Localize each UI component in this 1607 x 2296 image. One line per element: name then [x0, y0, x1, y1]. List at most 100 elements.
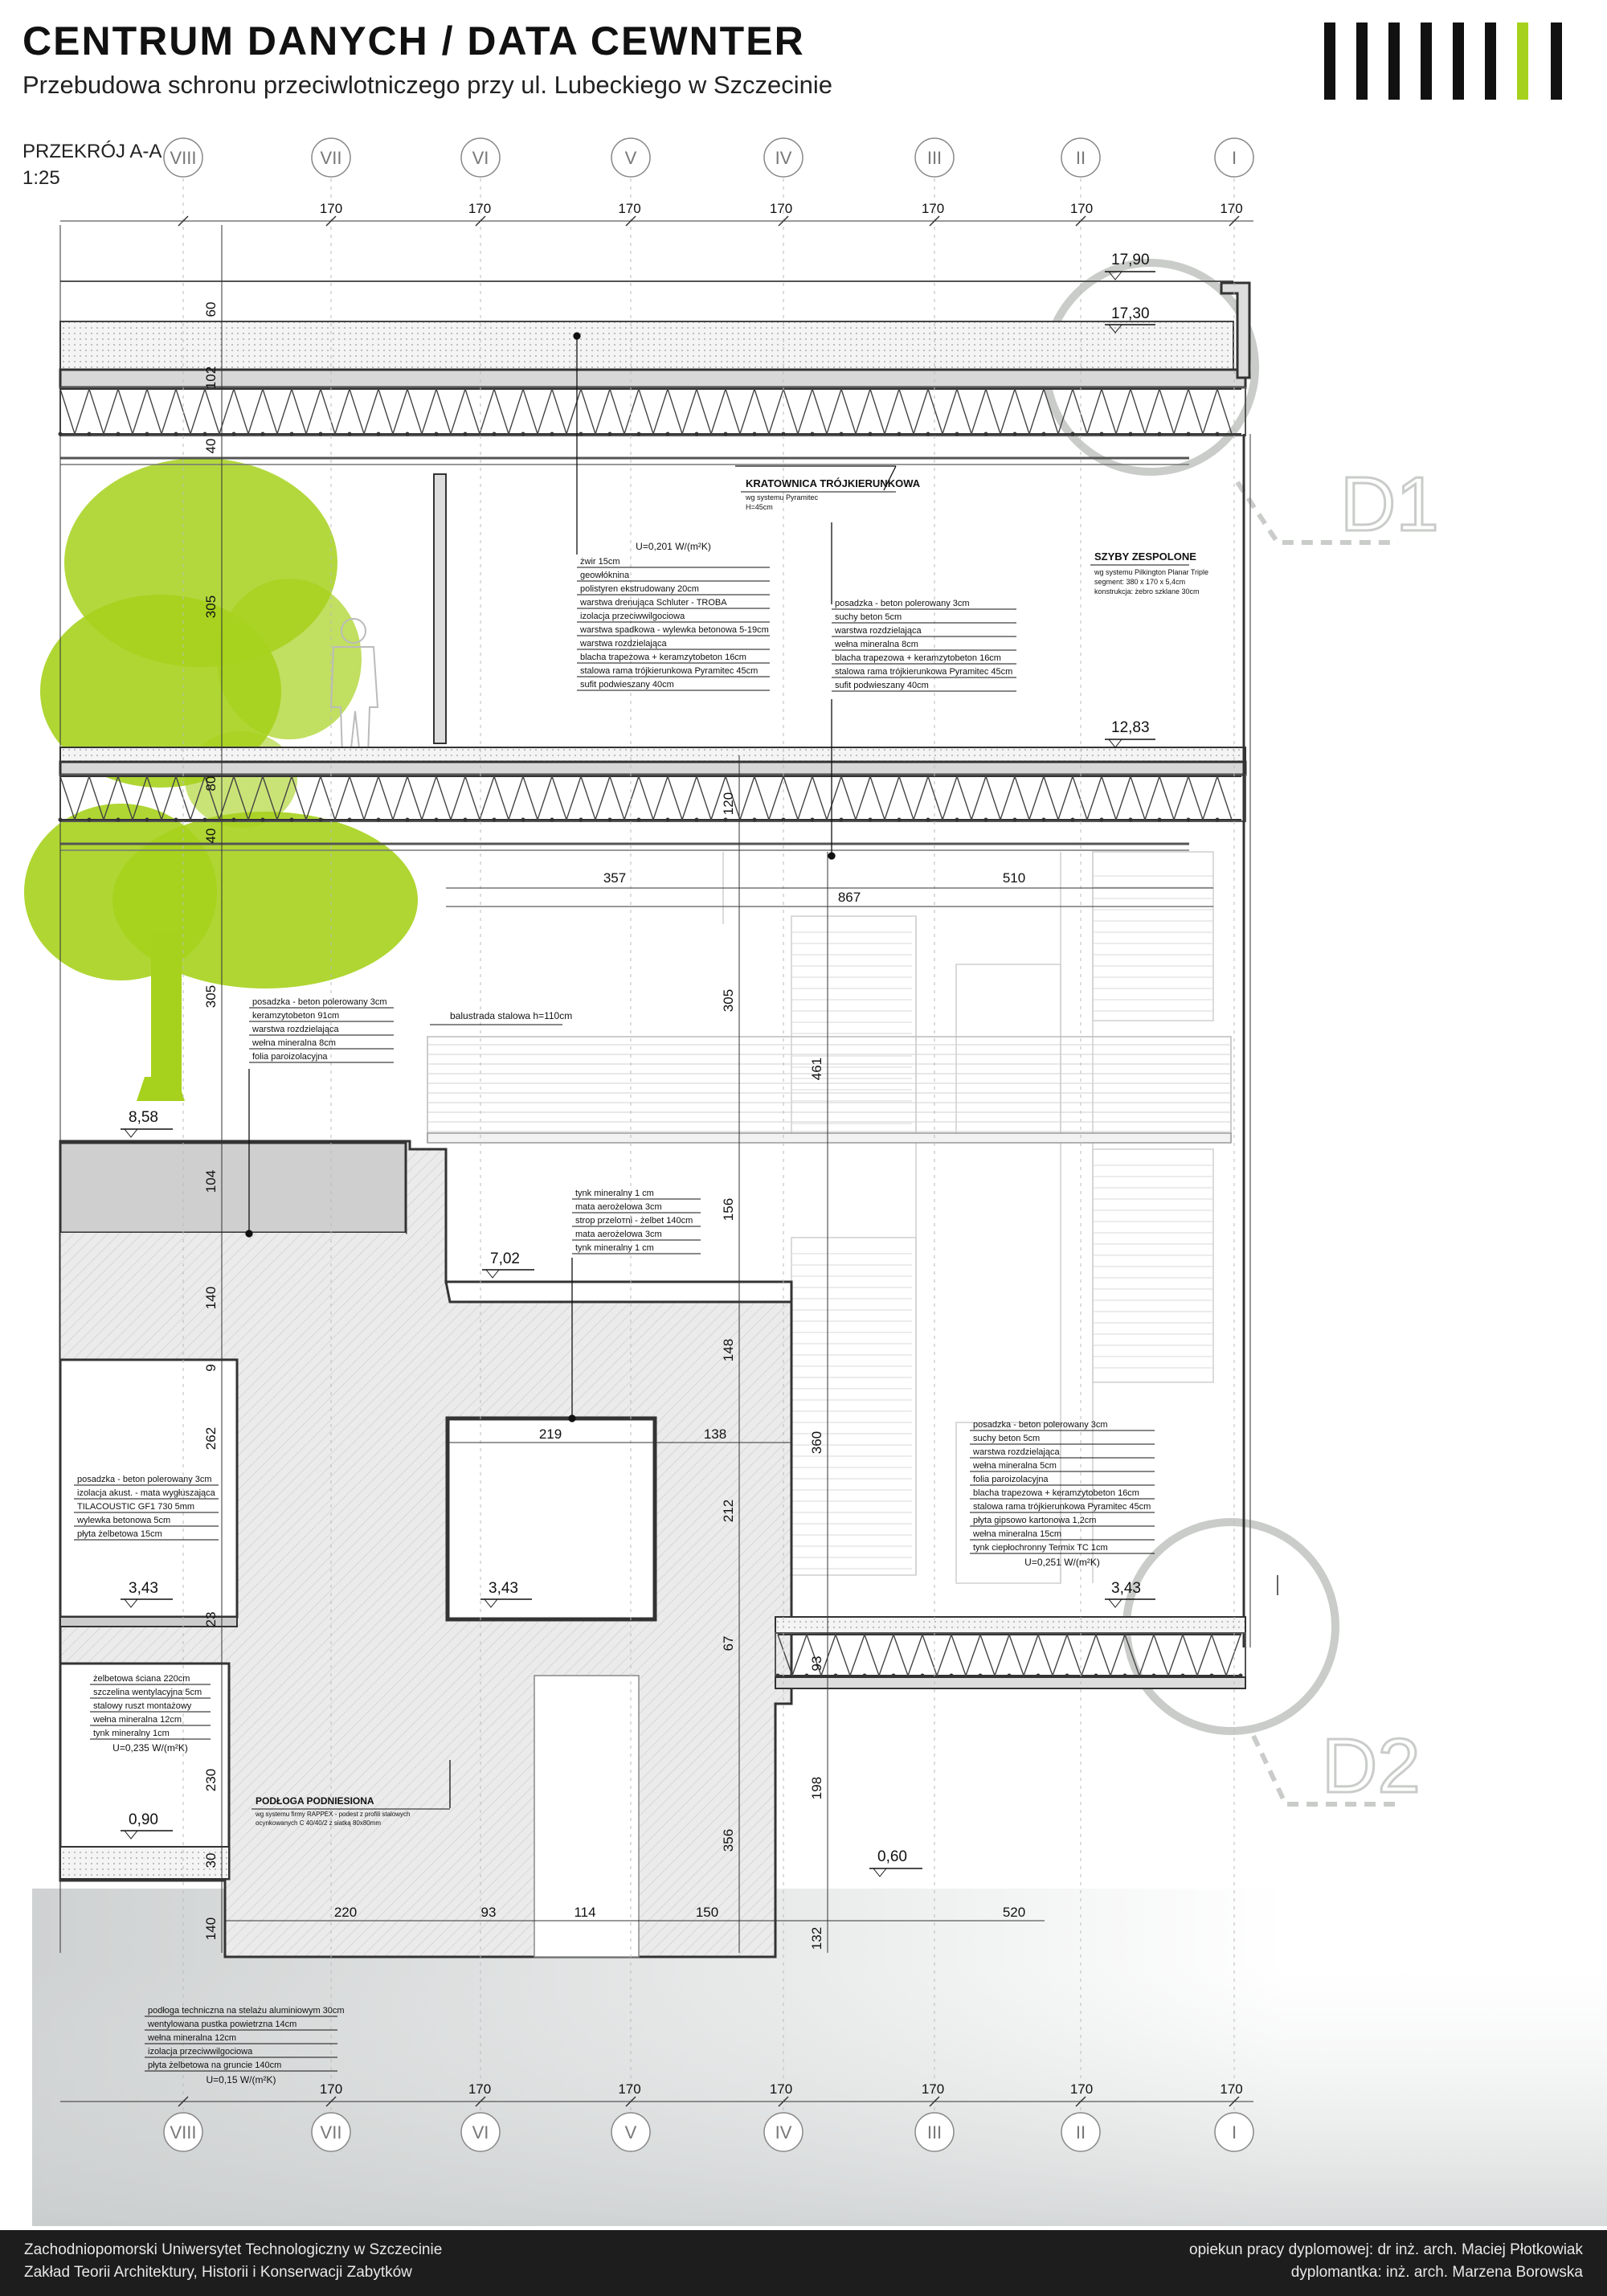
svg-text:357: 357: [603, 870, 626, 886]
svg-text:posadzka - beton polerowany 3c: posadzka - beton polerowany 3cm: [973, 1420, 1108, 1430]
svg-text:U=0,201 W/(m²K): U=0,201 W/(m²K): [636, 541, 711, 552]
spec-tech_floor: podłoga techniczna na stelażu aluminiowy…: [145, 2006, 345, 2085]
mezzanine: [427, 1036, 1232, 1144]
spec-blocks: U=0,201 W/(m²K)żwir 15cmgeowłókninapolis…: [74, 541, 1155, 2085]
leader-lines: [245, 332, 1278, 1808]
axis-bubble-IV: IV: [763, 137, 804, 178]
spec-basement_floor: posadzka - beton polerowany 3cmizolacja …: [74, 1475, 219, 1541]
svg-text:keramzytobeton 91cm: keramzytobeton 91cm: [252, 1011, 339, 1021]
truss-lower: [775, 1632, 1243, 1678]
footer: Zachodniopomorski Uniwersytet Technologi…: [0, 2230, 1607, 2296]
elevation-7-02: 7,02: [482, 1250, 534, 1279]
section-scale: 1:25: [22, 167, 60, 189]
axis-bubble-III: III: [914, 2112, 955, 2152]
axis-bubble-VII: VII: [311, 137, 351, 178]
svg-text:płyta żelbetowa na gruncie 140: płyta żelbetowa na gruncie 140cm: [148, 2061, 281, 2070]
svg-text:żwir 15cm: żwir 15cm: [580, 557, 620, 567]
svg-text:3,43: 3,43: [129, 1580, 158, 1597]
svg-text:geowłóknina: geowłóknina: [580, 571, 630, 580]
svg-text:198: 198: [809, 1777, 824, 1799]
svg-text:356: 356: [721, 1829, 736, 1852]
svg-text:stalowa rama trójkierunkowa Py: stalowa rama trójkierunkowa Pyramitec 45…: [973, 1502, 1151, 1512]
svg-text:17,90: 17,90: [1111, 252, 1150, 268]
svg-text:I: I: [1232, 148, 1237, 168]
svg-text:mata aerożelowa 3cm: mata aerożelowa 3cm: [575, 1202, 662, 1212]
axis-bubble-II: II: [1061, 137, 1101, 178]
detail-marker-d2: D2: [1322, 1723, 1421, 1809]
svg-text:wylewka betonowa 5cm: wylewka betonowa 5cm: [76, 1516, 170, 1525]
svg-text:114: 114: [574, 1905, 595, 1920]
svg-text:warstwa rozdzielająca: warstwa rozdzielająca: [972, 1447, 1060, 1457]
spec-roof: U=0,201 W/(m²K)żwir 15cmgeowłókninapolis…: [577, 541, 770, 691]
axis-bubble-V: V: [611, 2112, 651, 2152]
svg-text:blacha trapezowa + keramzytobe: blacha trapezowa + keramzytobeton 16cm: [973, 1488, 1139, 1498]
svg-text:262: 262: [203, 1427, 219, 1450]
svg-text:170: 170: [1070, 201, 1093, 216]
elevation-3-43-right: 3,43: [1105, 1580, 1155, 1608]
svg-text:podłoga techniczna na stelażu: podłoga techniczna na stelażu aluminiowy…: [148, 2006, 345, 2016]
svg-text:510: 510: [1003, 870, 1025, 886]
svg-text:156: 156: [721, 1198, 736, 1221]
elevation-17-30: 17,30: [1105, 305, 1155, 334]
svg-text:140: 140: [203, 1287, 219, 1309]
svg-text:520: 520: [1003, 1905, 1025, 1920]
svg-text:170: 170: [922, 2081, 944, 2097]
roof-structure: [59, 280, 1251, 465]
svg-text:305: 305: [203, 595, 219, 618]
svg-text:wentylowana pustka powietrzna: wentylowana pustka powietrzna 14cm: [147, 2020, 296, 2029]
axis-bubble-VII: VII: [311, 2112, 351, 2152]
svg-text:VII: VII: [321, 2122, 342, 2143]
footer-author: dyplomantka: inż. arch. Marzena Borowska: [1290, 2264, 1583, 2281]
svg-text:132: 132: [809, 1927, 824, 1950]
svg-text:102: 102: [203, 366, 219, 389]
axis-bubble-VI: VI: [460, 137, 501, 178]
svg-text:strop przeloтni - żelbet 140cm: strop przeloтni - żelbet 140cm: [575, 1216, 693, 1226]
svg-text:170: 170: [770, 201, 792, 216]
svg-text:wełna mineralna 5cm: wełna mineralna 5cm: [972, 1461, 1057, 1471]
glazing-note-1: wg systemu Pilkington Planar Triple: [1094, 568, 1208, 576]
svg-text:wełna mineralna 8cm: wełna mineralna 8cm: [834, 640, 918, 649]
svg-text:30: 30: [203, 1853, 219, 1868]
svg-text:80: 80: [203, 776, 219, 792]
svg-text:220: 220: [334, 1905, 357, 1920]
spec-mid_floor: posadzka - beton polerowany 3cm suchy bet…: [832, 599, 1016, 692]
svg-text:blacha trapezowa + keramzytobe: blacha trapezowa + keramzytobeton 16cm: [835, 653, 1001, 663]
svg-text:170: 170: [1220, 201, 1242, 216]
svg-text:170: 170: [770, 2081, 792, 2097]
svg-text:wełna mineralna 8cm: wełna mineralna 8cm: [251, 1038, 336, 1048]
svg-text:III: III: [927, 2122, 942, 2143]
axis-bubble-II: II: [1061, 2112, 1101, 2152]
svg-text:suchy beton 5cm: suchy beton 5cm: [835, 612, 902, 622]
elevation-0-60: 0,60: [869, 1848, 922, 1877]
svg-text:67: 67: [721, 1636, 736, 1651]
svg-text:izolacja przeciwwilgociowa: izolacja przeciwwilgociowa: [580, 612, 685, 621]
tree-illustration: [24, 458, 418, 1101]
svg-text:U=0,251 W/(m²K): U=0,251 W/(m²K): [1024, 1557, 1100, 1568]
axis-bubble-VIII: VIII: [163, 137, 203, 178]
svg-text:17,30: 17,30: [1111, 305, 1150, 322]
svg-text:sufit podwieszany 40cm: sufit podwieszany 40cm: [835, 681, 929, 690]
svg-text:0,90: 0,90: [129, 1811, 158, 1828]
svg-text:blacha trapezowa + keramzytobe: blacha trapezowa + keramzytobeton 16cm: [580, 653, 746, 662]
svg-text:posadzka - beton polerowany 3c: posadzka - beton polerowany 3cm: [835, 599, 970, 608]
svg-text:folia paroizolacyjna: folia paroizolacyjna: [252, 1052, 328, 1062]
svg-text:VII: VII: [321, 148, 342, 168]
svg-text:warstwa rozdzielająca: warstwa rozdzielająca: [579, 639, 667, 649]
svg-text:305: 305: [203, 985, 219, 1008]
svg-text:folia paroizolacyjna: folia paroizolacyjna: [973, 1475, 1049, 1484]
svg-text:II: II: [1076, 148, 1086, 168]
footer-university: Zachodniopomorski Uniwersytet Technologi…: [24, 2241, 443, 2258]
axis-bubble-IV: IV: [763, 2112, 804, 2152]
ground-shade: [32, 1969, 1607, 2226]
svg-text:wełna mineralna 15cm: wełna mineralna 15cm: [972, 1529, 1061, 1539]
elevations: 17,90 17,30 12,83 8,58 7,02 3,43 3,43 3,…: [121, 252, 1155, 1877]
svg-text:93: 93: [809, 1656, 824, 1672]
svg-text:posadzka - beton polerowany 3c: posadzka - beton polerowany 3cm: [77, 1475, 212, 1484]
footer-department: Zakład Teorii Architektury, Historii i K…: [24, 2264, 412, 2281]
svg-text:170: 170: [468, 201, 491, 216]
svg-text:170: 170: [922, 201, 944, 216]
